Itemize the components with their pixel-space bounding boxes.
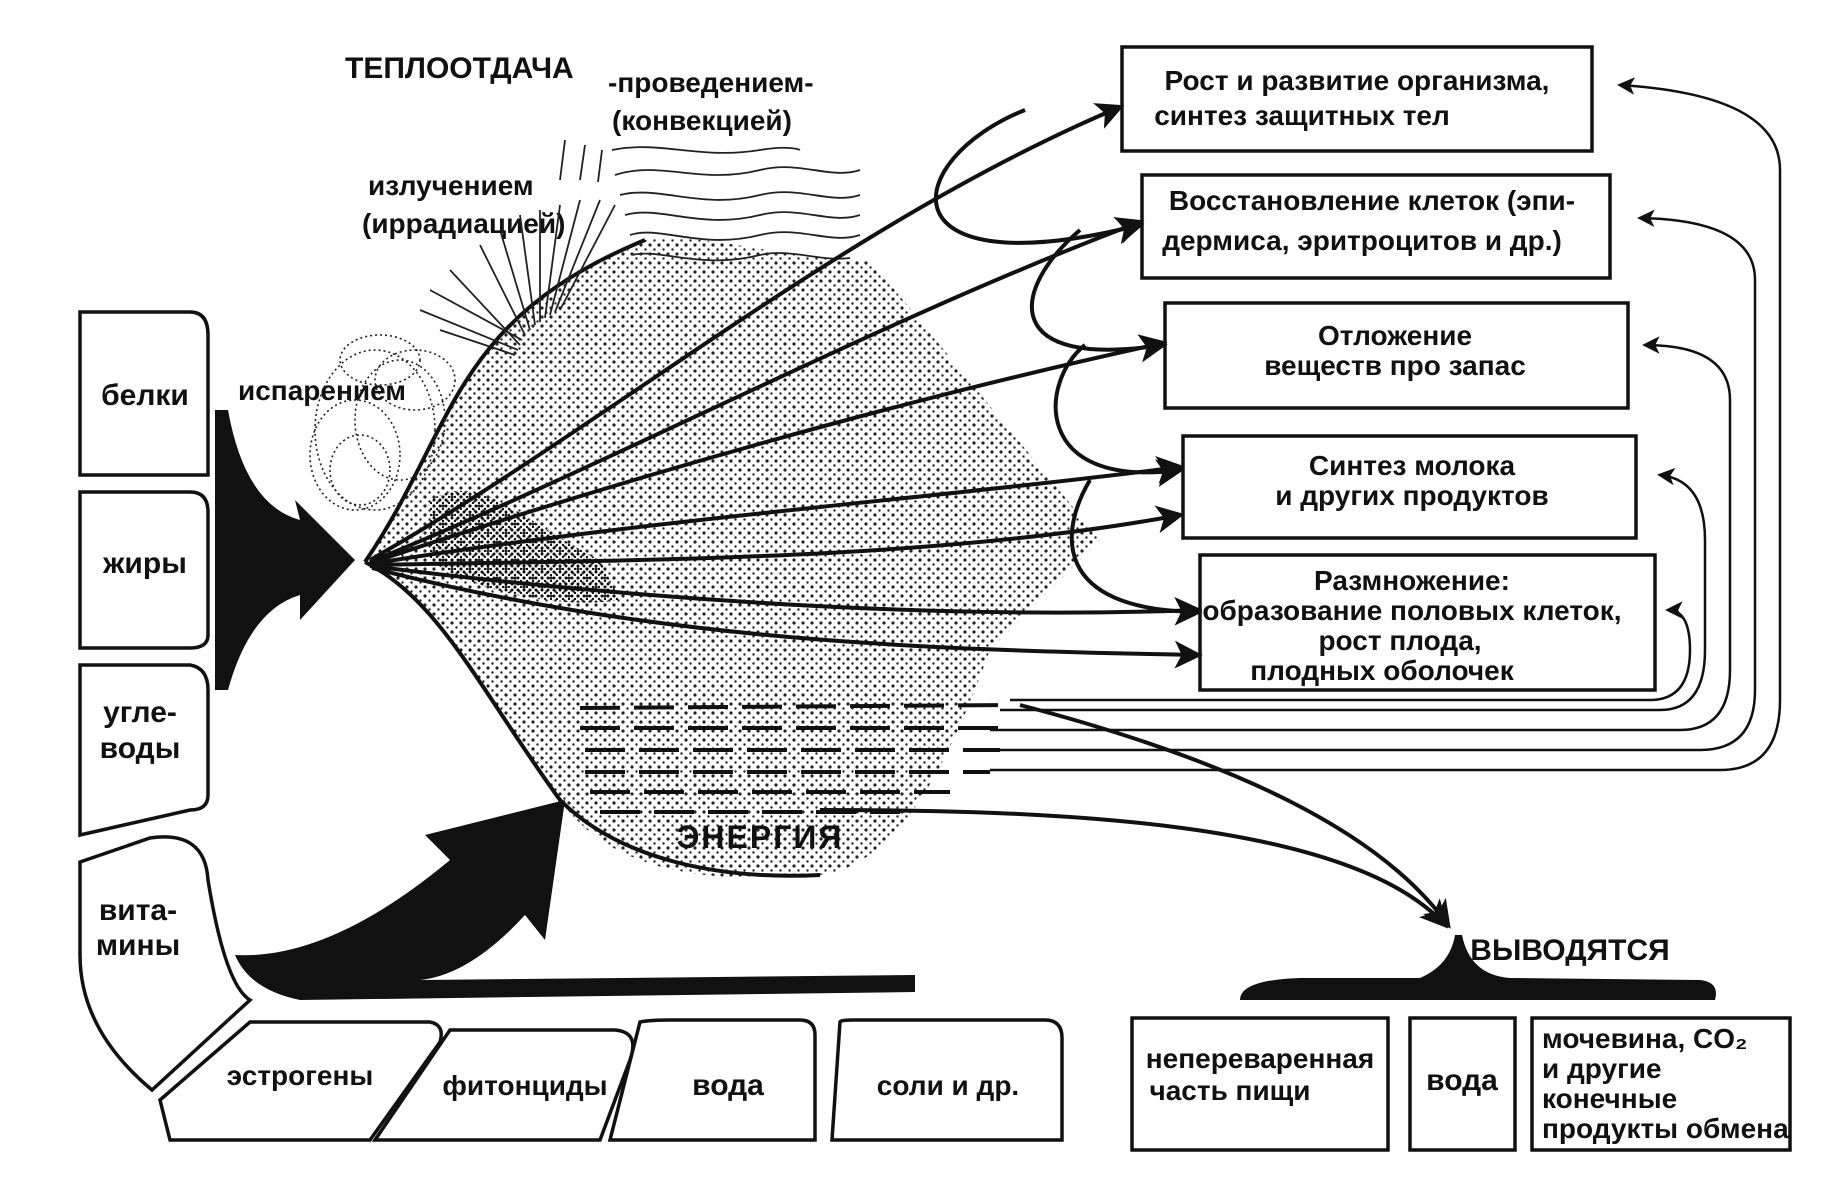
outcome-repro-line3: рост плода, [1318,625,1481,656]
outcome-repro-line2: образование половых клеток, [1202,595,1621,626]
input-box-salts [830,1018,1064,1142]
heat-loss-group: ТЕПЛООТДАЧА -проведением- (конвекцией) и… [238,52,861,511]
outcome-repro-line1: Размножение: [1314,565,1510,596]
input-box-carbs [78,663,210,838]
input-box-fats [78,490,210,650]
input-proteins-label: белки [101,379,189,412]
excreted-urea-line4: продукты обмена [1542,1113,1789,1144]
outcome-reserves-line2: веществ про запас [1264,350,1526,381]
input-estrogens-label: эстрогены [227,1060,374,1091]
outcome-growth-line2: синтез защитных тел [1154,100,1450,131]
excreted-undigested-line2: часть пищи [1149,1075,1310,1106]
excreted-urea-line3: конечные [1542,1083,1677,1114]
excreted-urea-line1: мочевина, CO₂ [1542,1023,1748,1054]
nutrient-inputs: белки жиры угле- воды вита- мины [78,310,253,1093]
excreted-box-undigested [1130,1016,1390,1152]
excretion-group: ВЫВОДЯТСЯ непереваренная часть пищи вода… [819,703,1792,1152]
outcome-cells-line2: дермиса, эритроцитов и др.) [1162,225,1562,256]
outcome-box-growth [1120,45,1594,153]
energy-arrows [369,103,1203,669]
outcome-boxes: Рост и развитие организма, синтез защитн… [1120,45,1657,692]
input-box-estrogens [158,1020,443,1142]
excreted-undigested-line1: непереваренная [1146,1043,1374,1074]
outcome-reserves-line1: Отложение [1318,320,1472,351]
excreted-title: ВЫВОДЯТСЯ [1470,934,1669,967]
excreted-urea-line2: и другие [1542,1053,1662,1084]
excretion-base-shape [1240,935,1716,1000]
outcome-milk-line2: и других продуктов [1275,480,1548,511]
outcome-box-reserves [1163,301,1630,410]
outcome-box-cell-restoration [1140,173,1612,280]
input-vitamins-label-1: вита- [99,894,177,927]
heat-loss-conduction-1: -проведением- [608,67,814,98]
excreted-box-urea [1530,1016,1792,1152]
input-phytoncides-label: фитонциды [442,1070,607,1101]
outcome-repro-line4: плодных оболочек [1250,655,1514,686]
heat-loss-radiation-2: (иррадиацией) [362,208,565,239]
input-fats-label: жиры [102,547,187,580]
input-carbs-label-1: угле- [103,696,177,729]
input-vitamins-label-2: мины [96,929,180,962]
outcome-milk-line1: Синтез молока [1309,450,1516,481]
input-box-vitamins-and-bottom-arc [78,835,253,1093]
outcome-cells-line1: Восстановление клеток (эпи- [1169,185,1575,216]
input-salts-label: соли и др. [877,1070,1019,1101]
input-water-label: вода [692,1069,764,1102]
heat-loss-title: ТЕПЛООТДАЧА [345,52,574,85]
excreted-water-label: вода [1426,1064,1498,1097]
energy-lens-outline [363,238,821,878]
outcome-box-milk-synthesis [1181,434,1638,540]
intake-arrow-left [215,410,355,690]
intake-arrow-bottom [235,800,915,1000]
energy-dense-region [430,490,620,603]
return-arrows [980,77,1782,772]
input-carbs-label-2: воды [100,732,181,765]
bottom-inputs: эстрогены фитонциды вода соли и др. [158,1018,1064,1142]
energy-label: ЭНЕРГИЯ [677,819,844,855]
heat-loss-radiation-1: излучением [368,170,534,201]
input-box-water [607,1018,817,1142]
excreted-box-water [1408,1016,1517,1152]
outcome-box-reproduction [1198,553,1657,692]
input-box-proteins [78,310,210,477]
outcome-growth-line1: Рост и развитие организма, [1165,65,1550,96]
heat-loss-conduction-2: (конвекцией) [612,105,792,136]
input-box-phytoncides [371,1028,635,1142]
